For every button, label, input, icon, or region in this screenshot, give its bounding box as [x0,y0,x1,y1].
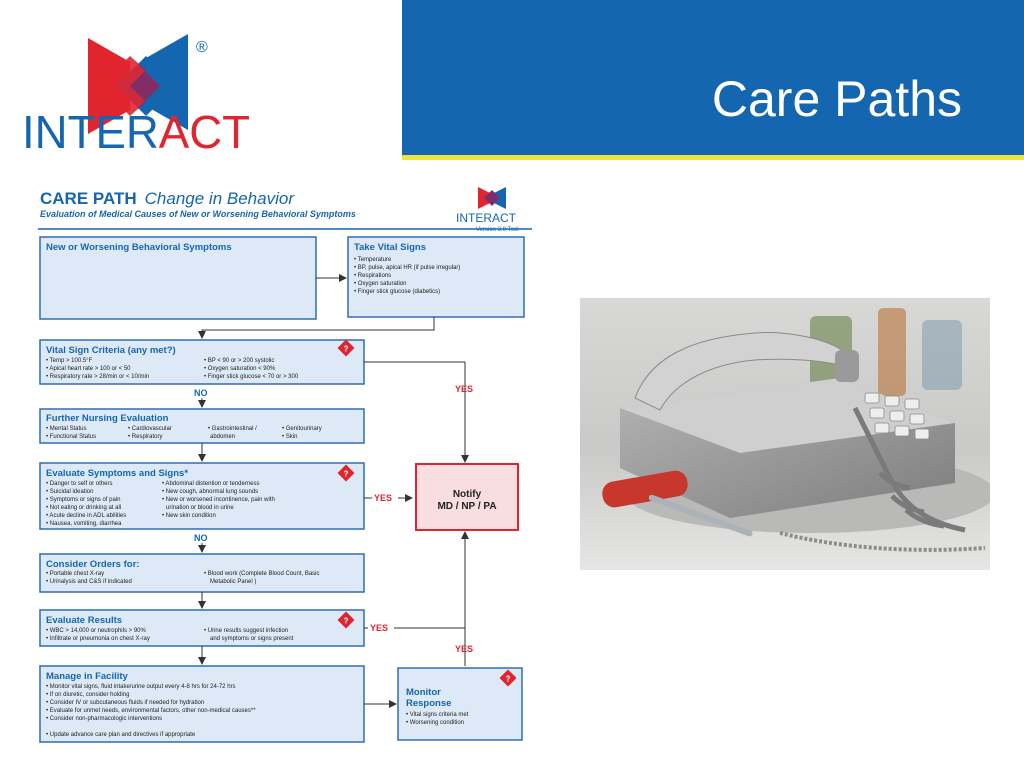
box-title: Vital Sign Criteria (any met?) [46,345,176,356]
eval-item: • Functional Status [46,434,96,440]
vital-item: • Oxygen saturation [354,281,406,287]
registered-mark: ® [196,39,208,56]
eval-item: • Respiratory [128,434,162,440]
alert-diamond-icon: ? [337,339,355,357]
monitor-item: • Vital signs criteria met [406,712,469,718]
eval-item: • Cardiovascular [128,426,172,432]
manage-item: • Evaluate for unmet needs, environmenta… [46,708,256,714]
alert-diamond-icon: ? [337,611,355,629]
box-title: Consider Orders for: [46,559,139,570]
eval-item: • Genitourinary [282,426,322,432]
eval-item: • Mental Status [46,426,86,432]
symptom-item: • Abdominal distention or tenderness [162,481,260,487]
yes-label: YES [374,493,392,503]
svg-text:?: ? [344,470,349,479]
symptom-item: • Not eating or drinking at all [46,505,121,511]
box-evaluate-symptoms: Evaluate Symptoms and Signs* • Danger to… [39,462,365,530]
box-title: Evaluate Results [46,615,122,626]
result-item: • Infiltrate or pneumonia on chest X-ray [46,636,150,642]
version-label: Version 3.0 Tool [476,227,519,233]
alert-diamond-icon: ? [337,464,355,482]
box-consider-orders: Consider Orders for: • Portable chest X-… [39,553,365,593]
title-panel: Care Paths [402,0,1024,155]
symptom-item: • New skin condition [162,513,216,519]
order-item: • Blood work (Complete Blood Count, Basi… [204,571,320,577]
eval-item: abdomen [210,434,235,440]
care-path-subheading: Evaluation of Medical Causes of New or W… [40,209,356,219]
manage-item: • Consider IV or subcutaneous fluids if … [46,700,204,706]
interact-logo-mark [88,34,188,134]
box-take-vital-signs: Take Vital Signs • Temperature • BP, pul… [347,236,525,318]
vital-item: • Respirations [354,273,391,279]
order-item: • Urinalysis and C&S if indicated [46,579,132,585]
notify-line1: Notify [453,489,482,500]
vital-item: • Temperature [354,257,392,263]
criteria-item: • Respiratory rate > 28/min or < 10/min [46,374,149,380]
symptom-item: • New cough, abnormal lung sounds [162,489,258,495]
box-behavioral-symptoms: New or Worsening Behavioral Symptoms [39,236,317,320]
box-manage-in-facility: Manage in Facility • Monitor vital signs… [39,665,365,743]
eval-item: • Skin [282,434,297,440]
box-title: New or Worsening Behavioral Symptoms [46,242,232,253]
box-nursing-evaluation: Further Nursing Evaluation • Mental Stat… [39,408,365,444]
vital-item: • Finger stick glucose (diabetics) [354,289,440,295]
box-notify-provider: Notify MD / NP / PA [415,463,519,531]
symptom-item: • Danger to self or others [46,481,112,487]
box-monitor-response: Monitor Response • Vital signs criteria … [397,667,523,741]
box-title: Further Nursing Evaluation [46,413,169,424]
yes-label: YES [455,644,473,654]
criteria-item: • Temp > 100.5°F [46,358,93,364]
criteria-item: • Oxygen saturation < 90% [204,366,276,372]
box-title: Monitor [406,687,441,698]
interact-logo: ® INTERACT [22,34,250,158]
yes-label: YES [455,384,473,394]
mini-interact-logo [478,187,506,209]
telephone-photo [580,298,990,570]
symptom-item: • Symptoms or signs of pain [46,497,120,503]
box-vital-sign-criteria: Vital Sign Criteria (any met?) • Temp > … [39,339,365,385]
no-label: NO [194,388,208,398]
logo-wordmark: INTERACT [22,106,250,158]
box-title: Evaluate Symptoms and Signs* [46,468,188,479]
box-title: Response [406,698,451,709]
no-label: NO [194,533,208,543]
box-title: Take Vital Signs [354,242,426,253]
symptom-item: • New or worsened incontinence, pain wit… [162,497,275,503]
manage-item: • Update advance care plan and directive… [46,732,196,738]
manage-item: • Monitor vital signs, fluid intake/urin… [46,684,236,690]
symptom-item: • Acute decline in ADL abilities [46,513,126,519]
svg-text:?: ? [344,617,349,626]
criteria-item: • Finger stick glucose < 70 or > 300 [204,374,299,380]
vital-item: • BP, pulse, apical HR (if pulse irregul… [354,265,460,271]
symptom-item: • Nausea, vomiting, diarrhea [46,521,122,527]
reflex-hammer-icon [602,470,753,537]
svg-text:?: ? [344,345,349,354]
monitor-item: • Worsening condition [406,720,464,726]
result-item: and symptoms or signs present [210,636,294,642]
box-evaluate-results: Evaluate Results • WBC > 14,000 or neutr… [39,609,365,647]
criteria-item: • Apical heart rate > 100 or < 50 [46,366,131,372]
result-item: • Urine results suggest infection [204,628,288,634]
order-item: Metabolic Panel ) [210,579,256,585]
manage-item: • Consider non-pharmacologic interventio… [46,716,162,722]
symptom-item: urination or blood in urine [166,505,234,511]
svg-text:?: ? [506,675,511,684]
manage-item: • If on diuretic, consider holding [46,692,129,698]
mini-logo-text: INTERACT [456,211,517,225]
result-item: • WBC > 14,000 or neutrophils > 90% [46,628,146,634]
box-title: Manage in Facility [46,671,129,682]
order-item: • Portable chest X-ray [46,571,104,577]
slide-title: Care Paths [711,71,962,127]
symptom-item: • Suicidal ideation [46,489,93,495]
eval-item: • Gastrointestinal / [208,426,257,432]
alert-diamond-icon: ? [499,669,517,687]
criteria-item: • BP < 90 or > 200 systolic [204,358,274,364]
notify-line2: MD / NP / PA [437,501,496,512]
yes-label: YES [370,623,388,633]
title-accent-bar [402,155,1024,160]
